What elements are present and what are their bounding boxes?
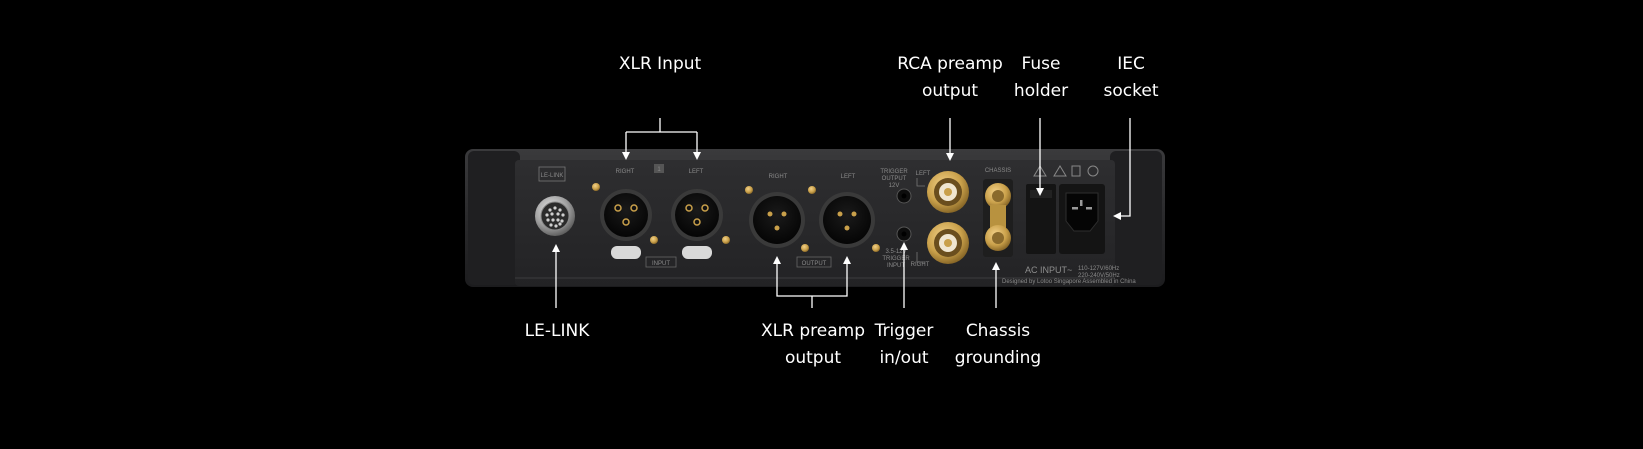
svg-text:AC INPUT~: AC INPUT~ (1025, 265, 1072, 275)
leader-iec (1118, 118, 1131, 217)
arrowheads (552, 152, 1121, 270)
label-rca-preamp-output: RCA preamp output (897, 54, 1003, 101)
leader-xlr-input (625, 118, 698, 155)
svg-text:TRIGGER: TRIGGER (880, 169, 908, 175)
svg-text:INPUT: INPUT (652, 261, 670, 267)
label-iec-socket: IEC socket (1103, 54, 1159, 101)
leader-lines (555, 118, 1131, 308)
label-chassis-grounding: Chassis grounding (954, 321, 1042, 368)
ac-input-print: AC INPUT~ 110-127V/60Hz 220-240V/50Hz De… (1002, 265, 1136, 285)
xlr-input-right: RIGHT (592, 169, 658, 259)
rca-outputs: LEFT RIGHT (911, 171, 969, 268)
svg-text:RIGHT: RIGHT (769, 174, 788, 180)
label-xlr-input: XLR Input (618, 54, 702, 74)
svg-text:TRIGGER: TRIGGER (882, 256, 910, 262)
leader-xlr-output (776, 262, 848, 308)
label-xlr-preamp-output: XLR preamp output (761, 321, 865, 368)
iec-socket (1059, 184, 1105, 254)
xlr-input-left: LEFT 1 INPUT (645, 164, 730, 268)
label-trigger: Trigger in/out (874, 321, 934, 368)
label-le-link: LE-LINK (524, 321, 590, 341)
le-link-port: LE-LINK (535, 166, 575, 236)
svg-text:LEFT: LEFT (689, 169, 704, 175)
xlr-output-right: RIGHT (745, 174, 809, 252)
svg-text:LEFT: LEFT (841, 174, 856, 180)
svg-text:Designed by Lotoo Singapore A: Designed by Lotoo Singapore Assembled in… (1002, 279, 1136, 285)
svg-text:LEFT: LEFT (916, 171, 931, 177)
svg-text:CHASSIS: CHASSIS (985, 168, 1011, 174)
label-fuse-holder: Fuse holder (1013, 54, 1069, 101)
svg-text:RIGHT: RIGHT (616, 169, 635, 175)
svg-text:RIGHT: RIGHT (911, 262, 930, 268)
svg-text:110-127V/60Hz: 110-127V/60Hz (1078, 266, 1119, 272)
svg-text:LE-LINK: LE-LINK (541, 173, 564, 179)
xlr-output-left: LEFT OUTPUT (796, 174, 880, 268)
fuse-holder (1026, 184, 1056, 254)
svg-text:12V: 12V (889, 183, 900, 189)
chassis-grounding-post: CHASSIS (983, 168, 1013, 257)
safety-marks (1033, 165, 1099, 177)
svg-text:3.5-12V: 3.5-12V (885, 249, 906, 255)
svg-text:1: 1 (657, 167, 661, 173)
svg-text:INPUT: INPUT (887, 263, 905, 269)
svg-text:OUTPUT: OUTPUT (802, 261, 827, 267)
trigger-jacks: TRIGGER OUTPUT 12V 3.5-12V TRIGGER INPUT (880, 169, 912, 269)
svg-text:220-240V/50Hz: 220-240V/50Hz (1078, 273, 1120, 279)
svg-text:OUTPUT: OUTPUT (882, 176, 907, 182)
